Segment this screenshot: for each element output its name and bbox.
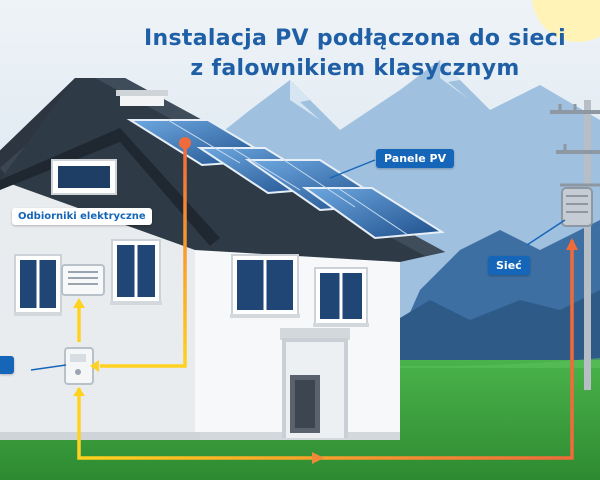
window-front-2: [313, 267, 369, 327]
solar-panels: [126, 119, 446, 240]
flow-dc-line: [100, 145, 187, 368]
label-appliances: Odbiorniki elektryczne: [12, 208, 152, 225]
label-pv-panels: Panele PV: [376, 149, 455, 168]
front-door: [280, 328, 350, 438]
arrow-to-inverter: [90, 360, 99, 372]
arrow-to-appliance: [73, 298, 85, 308]
pointer-lines: [30, 159, 566, 371]
title-line-1: Instalacja PV podłączona do sieci: [144, 26, 566, 51]
arrow-to-grid: [566, 238, 578, 250]
power-pole: [550, 100, 600, 390]
chimney: [120, 94, 164, 106]
title-line-2: z falownikiem klasycznym: [190, 56, 520, 81]
label-inverter: [0, 356, 14, 374]
inverter-device: [64, 347, 94, 385]
arrow-from-inverter: [73, 387, 85, 396]
window-left-2: [110, 239, 162, 305]
window-left-1: [14, 254, 62, 316]
arrow-along-ground: [312, 452, 324, 464]
appliance-unit: [61, 264, 105, 296]
window-front-1: [230, 254, 300, 318]
label-grid: Sieć: [488, 256, 530, 275]
transformer: [561, 187, 593, 227]
sun: [532, 0, 600, 42]
panel-connection-dot: [179, 137, 191, 149]
flow-grid-line: [77, 240, 574, 460]
